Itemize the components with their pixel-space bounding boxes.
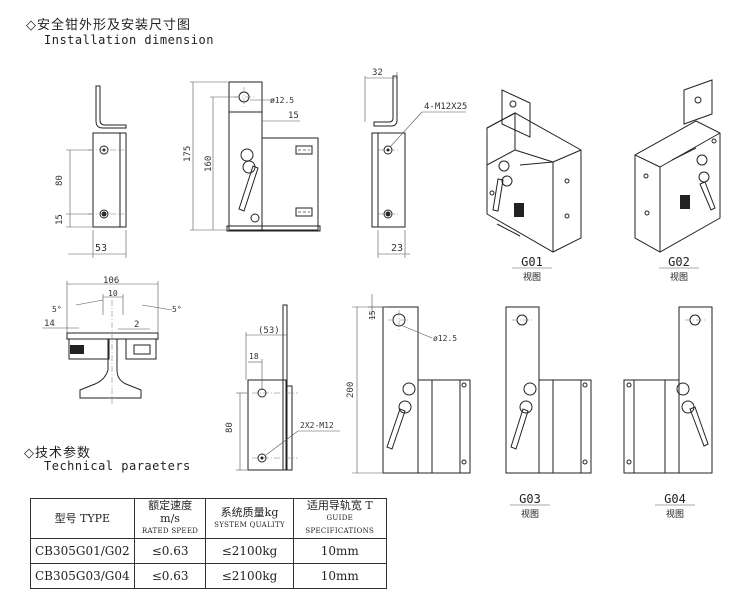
g01-label: G01 <box>521 255 543 269</box>
g01-view-caption: 视图 <box>522 273 541 283</box>
top-view-rail: 106 10 5° 5° 14 2 <box>42 276 182 404</box>
dim-top-2: 2 <box>134 320 139 330</box>
col-type: 型号 TYPE <box>30 498 135 539</box>
cell-speed: ≤0.63 <box>133 563 207 589</box>
dim-side-160: 160 <box>204 156 214 172</box>
g04-view <box>623 306 713 474</box>
dim-top-5b: 5° <box>172 305 182 314</box>
dim-top-10: 10 <box>108 289 118 298</box>
cell-type: CB305G01/G02 <box>30 538 135 564</box>
cell-guide: 10mm <box>292 538 388 564</box>
g04-view-caption: 视图 <box>665 510 684 520</box>
side-view: 175 160 ø12.5 15 <box>183 81 321 232</box>
g02-label: G02 <box>668 255 690 269</box>
g03-view: 200 15 ø12.5 <box>346 294 471 474</box>
dim-g03-200: 200 <box>346 382 356 398</box>
tech-title: ◇技术参数 <box>24 446 91 461</box>
cell-quality: ≤2100kg <box>205 538 294 564</box>
cell-type: CB305G03/G04 <box>30 563 135 589</box>
dim-lower-18: 18 <box>249 352 259 361</box>
dim-lower-bolt: 2X2-M12 <box>300 421 334 430</box>
page-title: ◇安全钳外形及安装尺寸图 <box>26 18 191 33</box>
dim-top-106: 106 <box>103 276 119 286</box>
dim-lower-80: 80 <box>225 422 235 433</box>
cell-guide: 10mm <box>292 563 388 589</box>
dim-top-14: 14 <box>44 319 55 329</box>
dim-right-32: 32 <box>372 68 383 78</box>
front-view: 80 15 53 <box>55 85 127 258</box>
right-view: 32 4-M12X25 23 <box>364 68 467 258</box>
dim-g03-hole: ø12.5 <box>433 334 457 343</box>
g04-label: G04 <box>664 492 686 506</box>
dim-right-23: 23 <box>391 243 403 254</box>
g03-label: G03 <box>519 492 541 506</box>
g02-isometric <box>634 79 721 253</box>
tech-subtitle: Technical paraeters <box>44 459 191 473</box>
g03-view-2 <box>505 306 592 474</box>
page-subtitle: Installation dimension <box>44 33 214 47</box>
g03-view-caption: 视图 <box>520 510 539 520</box>
table-row: CB305G01/G02 ≤0.63 ≤2100kg 10mm <box>30 538 388 564</box>
dim-g03-15: 15 <box>368 310 377 320</box>
dim-front-80: 80 <box>55 175 65 186</box>
dim-side-hole: ø12.5 <box>270 96 294 105</box>
g01-isometric <box>486 89 582 253</box>
dim-top-5a: 5° <box>52 305 62 314</box>
lower-side-view: (53) 18 80 2X2-M12 <box>225 304 340 471</box>
table-row: CB305G03/G04 ≤0.63 ≤2100kg 10mm <box>30 563 388 589</box>
dim-side-175: 175 <box>183 146 193 162</box>
dim-front-15: 15 <box>55 214 65 225</box>
dim-front-53: 53 <box>95 243 107 254</box>
dim-right-bolt: 4-M12X25 <box>424 102 467 112</box>
cell-quality: ≤2100kg <box>205 563 294 589</box>
g02-view-caption: 视图 <box>669 273 688 283</box>
dim-lower-53: (53) <box>258 326 280 336</box>
cell-speed: ≤0.63 <box>133 538 207 564</box>
dim-side-15: 15 <box>288 111 299 121</box>
